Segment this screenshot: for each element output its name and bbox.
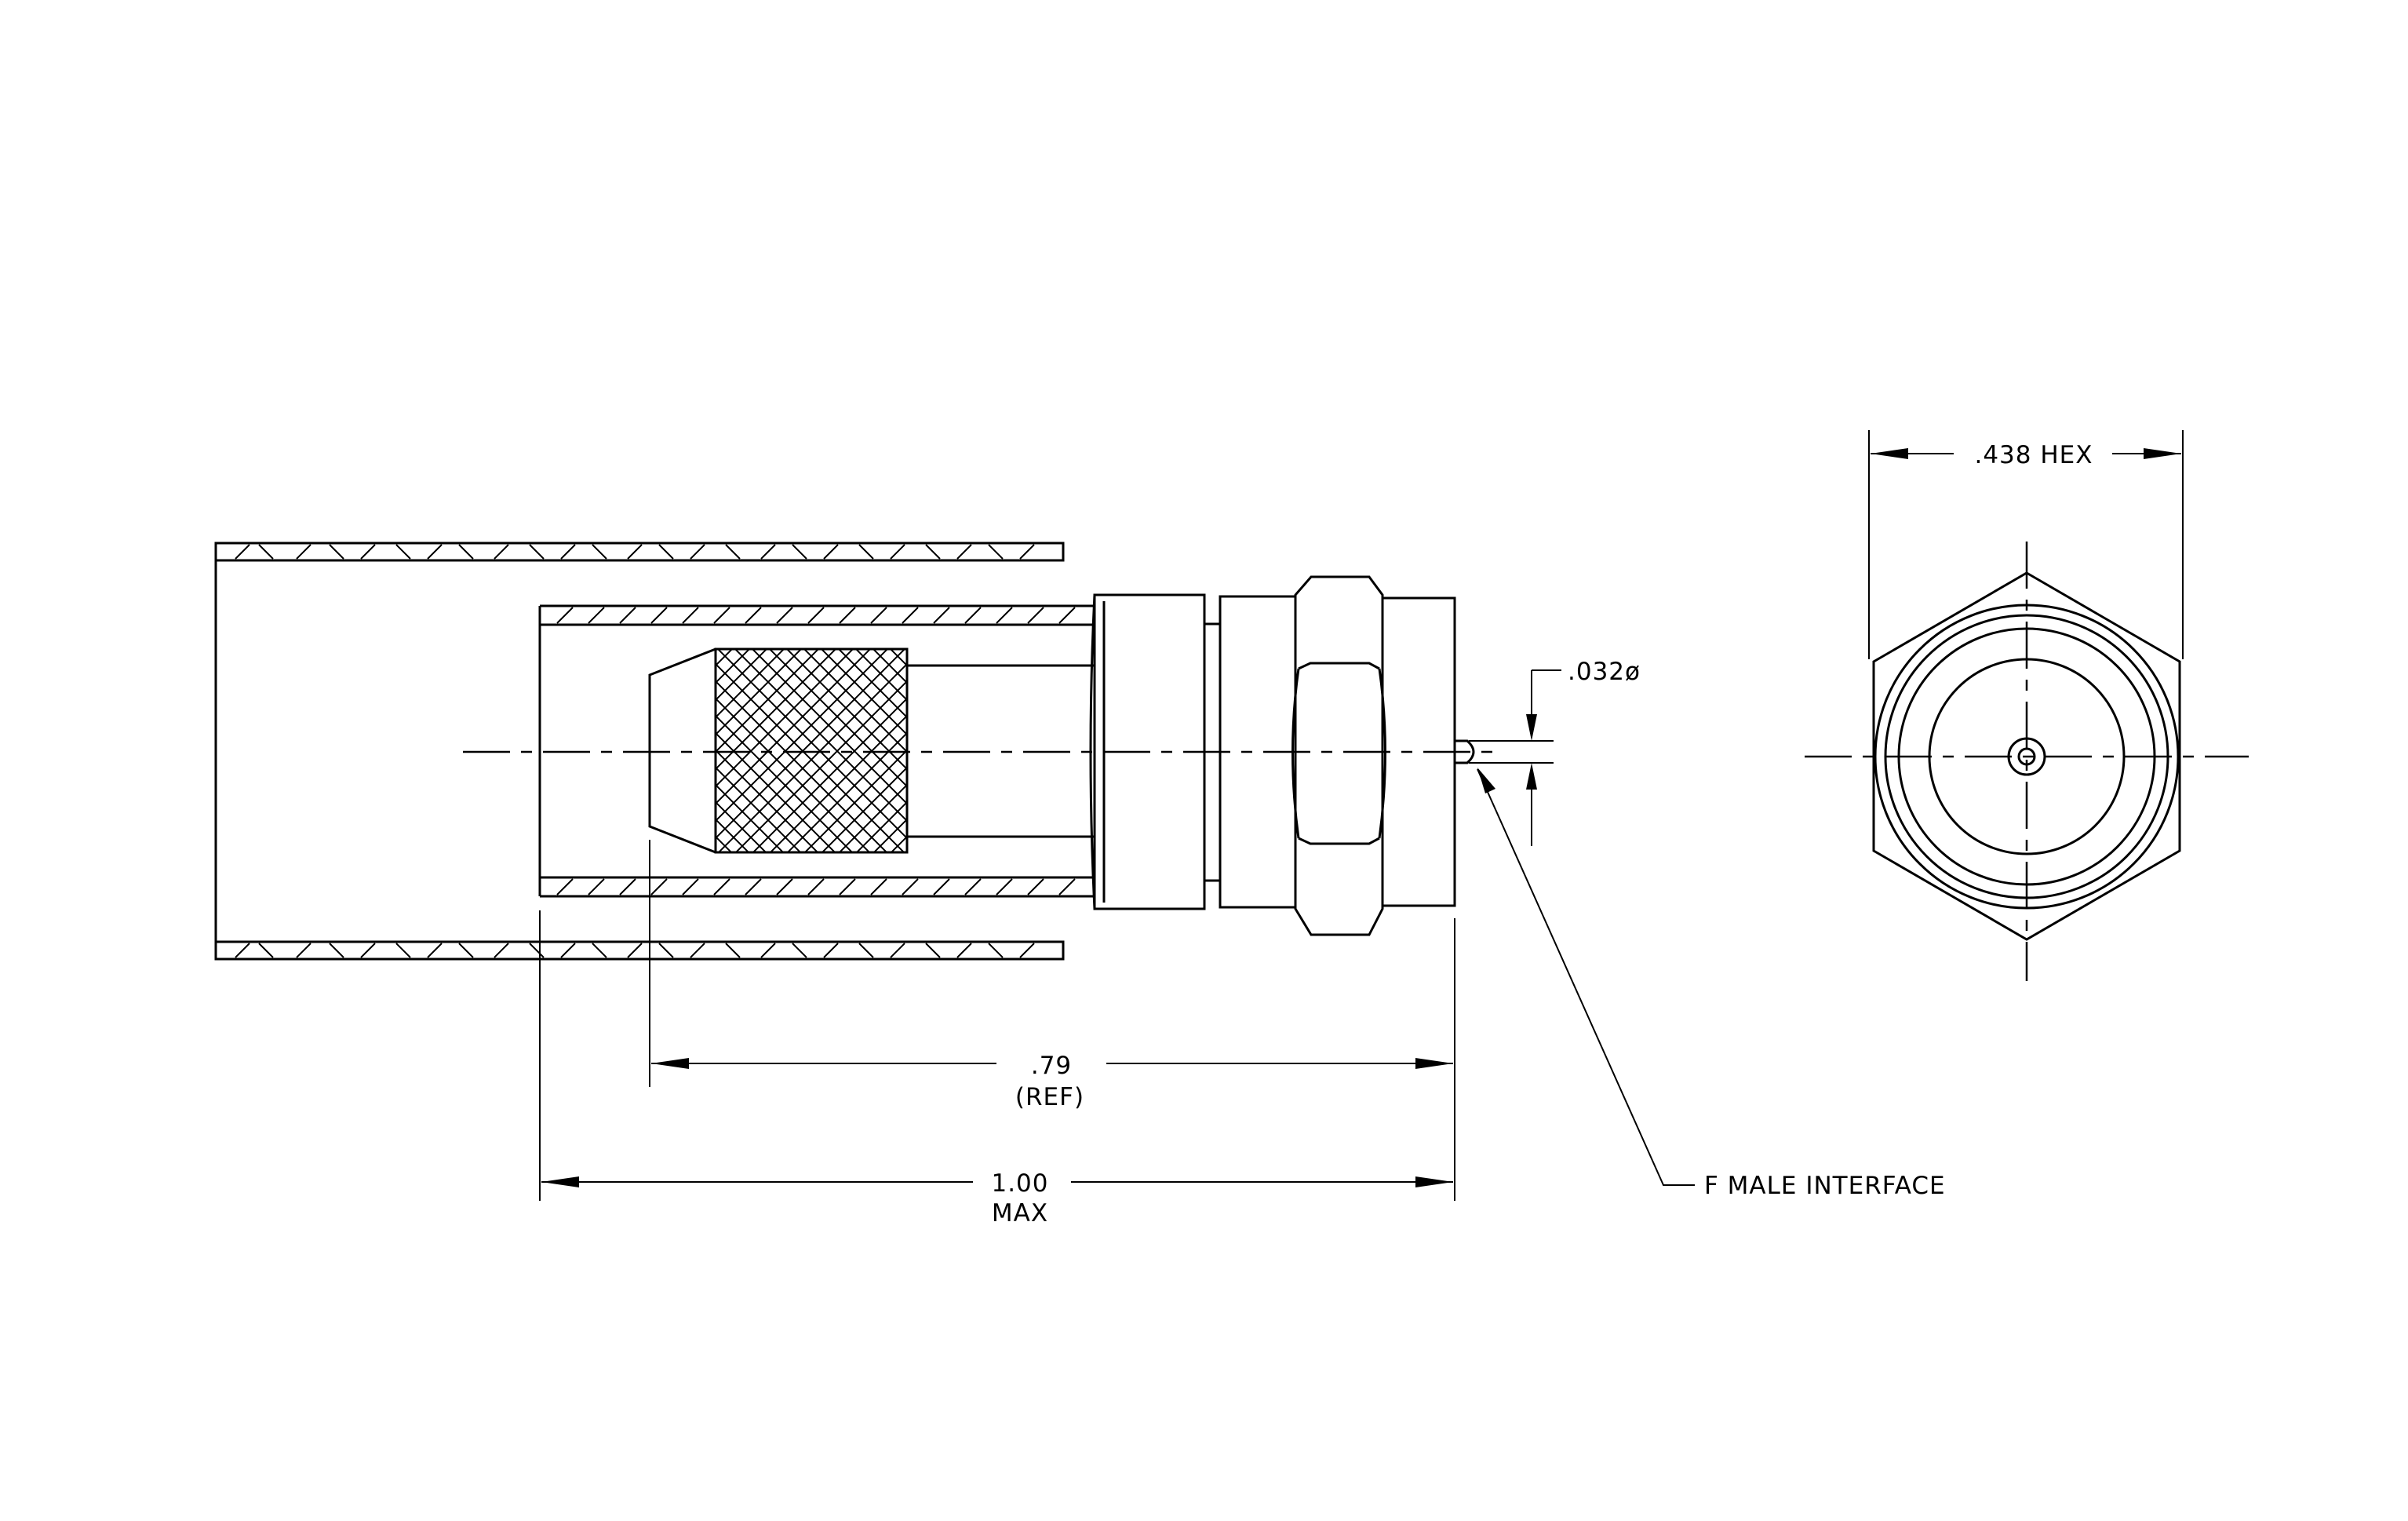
pin-diameter-label: .032ø: [1568, 658, 1641, 686]
pin-diameter-dimension: .032ø: [1469, 658, 1641, 846]
insert-length-note: (REF): [1015, 1083, 1084, 1111]
outer-sleeve: [214, 542, 1065, 961]
outer-sleeve-hatch: [235, 544, 1035, 958]
crimp-sleeve: [538, 604, 1095, 898]
hex-outline: [1872, 571, 2181, 941]
knurled-ferrule: [648, 647, 1095, 854]
hex-width-dimension: .438 HEX: [1868, 430, 2184, 659]
hex-nut-side: [1291, 575, 1456, 936]
insert-length-dimension: .79 (REF): [651, 1052, 1453, 1111]
end-view: [1805, 542, 2249, 981]
interface-leader: F MALE INTERFACE: [1477, 768, 1946, 1200]
interface-callout: F MALE INTERFACE: [1704, 1172, 1946, 1200]
insert-length-value: .79: [1031, 1052, 1072, 1080]
hex-width-label: .438 HEX: [1974, 441, 2093, 469]
overall-length-note: MAX: [992, 1199, 1048, 1227]
overall-length-value: 1.00: [991, 1169, 1048, 1198]
crimp-sleeve-hatch: [556, 607, 1076, 895]
overall-length-dimension: 1.00 MAX: [541, 1169, 1453, 1227]
center-pin: [1455, 739, 1475, 764]
